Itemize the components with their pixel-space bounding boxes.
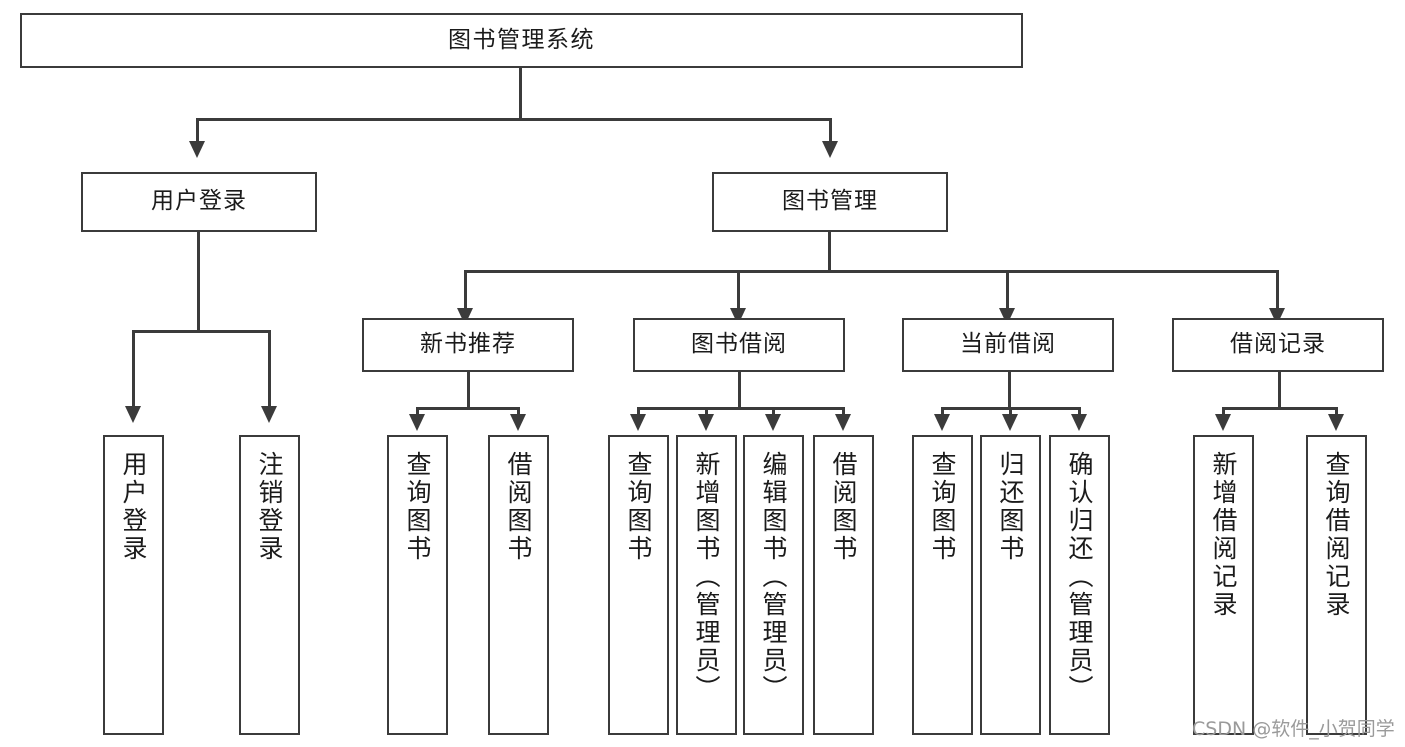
node-user-login[interactable]: 用户登录: [81, 172, 317, 232]
connector-root-to-user-login: [196, 118, 199, 145]
arrow-book-borrow-to-leaf-0: [630, 414, 646, 431]
node-label: 借阅图书: [829, 451, 858, 563]
connector-current-borrow-to-leaf-1: [1009, 407, 1012, 419]
leaf-book-borrow-edit[interactable]: 编辑图书（管理员）: [743, 435, 804, 735]
connector-book-borrow-bus: [637, 407, 845, 410]
connector-user-login-bus: [132, 330, 268, 333]
node-new-book-recommend[interactable]: 新书推荐: [362, 318, 574, 372]
arrow-root-to-book-mgmt: [822, 141, 838, 158]
leaf-new-book-query[interactable]: 查询图书: [387, 435, 448, 735]
connector-book-borrow-to-leaf-1: [705, 407, 708, 419]
connector-borrow-record-to-leaf-1: [1335, 407, 1338, 419]
connector-borrow-record-to-leaf-0: [1222, 407, 1225, 419]
connector-book-mgmt-to-new-book: [464, 270, 467, 313]
arrow-current-borrow-to-leaf-0: [934, 414, 950, 431]
connector-book-borrow-to-leaf-0: [637, 407, 640, 419]
leaf-borrow-record-add[interactable]: 新增借阅记录: [1193, 435, 1254, 735]
node-label: 用户登录: [151, 188, 247, 215]
arrow-new-book-to-leaf-0: [409, 414, 425, 431]
arrow-borrow-record-to-leaf-0: [1215, 414, 1231, 431]
leaf-current-borrow-query[interactable]: 查询图书: [912, 435, 973, 735]
connector-current-borrow-to-leaf-0: [941, 407, 944, 419]
leaf-current-borrow-confirm[interactable]: 确认归还（管理员）: [1049, 435, 1110, 735]
connector-book-borrow-stem: [738, 372, 741, 409]
arrow-new-book-to-leaf-1: [510, 414, 526, 431]
connector-book-borrow-to-leaf-3: [842, 407, 845, 419]
arrow-user-login-to-leaf-0: [125, 406, 141, 423]
node-label: 查询图书: [403, 451, 432, 563]
leaf-user-login-logout[interactable]: 注销登录: [239, 435, 300, 735]
node-label: 确认归还（管理员）: [1065, 451, 1094, 703]
connector-new-book-to-leaf-1: [517, 407, 520, 419]
connector-new-book-stem: [467, 372, 470, 409]
node-label: 借阅图书: [504, 451, 533, 563]
connector-new-book-to-leaf-0: [416, 407, 419, 419]
connector-root-stem: [519, 68, 522, 120]
node-label: 图书借阅: [691, 331, 787, 358]
node-label: 新增借阅记录: [1209, 451, 1238, 619]
node-label: 用户登录: [119, 451, 148, 563]
connector-book-mgmt-to-borrow: [737, 270, 740, 313]
arrow-book-borrow-to-leaf-1: [698, 414, 714, 431]
connector-borrow-record-stem: [1278, 372, 1281, 409]
arrow-borrow-record-to-leaf-1: [1328, 414, 1344, 431]
connector-current-borrow-stem: [1008, 372, 1011, 409]
leaf-book-borrow-query[interactable]: 查询图书: [608, 435, 669, 735]
connector-book-mgmt-to-record: [1276, 270, 1279, 313]
arrow-current-borrow-to-leaf-2: [1071, 414, 1087, 431]
connector-book-mgmt-to-current: [1006, 270, 1009, 313]
leaf-book-borrow-borrow[interactable]: 借阅图书: [813, 435, 874, 735]
connector-book-borrow-to-leaf-2: [772, 407, 775, 419]
node-label: 查询图书: [624, 451, 653, 563]
connector-borrow-record-bus: [1222, 407, 1338, 410]
leaf-borrow-record-query[interactable]: 查询借阅记录: [1306, 435, 1367, 735]
node-label: 新增图书（管理员）: [692, 451, 721, 703]
node-label: 新书推荐: [420, 331, 516, 358]
leaf-current-borrow-return[interactable]: 归还图书: [980, 435, 1041, 735]
connector-new-book-bus: [416, 407, 520, 410]
node-book-borrow[interactable]: 图书借阅: [633, 318, 845, 372]
node-borrow-record[interactable]: 借阅记录: [1172, 318, 1384, 372]
node-label: 编辑图书（管理员）: [759, 451, 788, 703]
leaf-book-borrow-add[interactable]: 新增图书（管理员）: [676, 435, 737, 735]
leaf-new-book-borrow[interactable]: 借阅图书: [488, 435, 549, 735]
leaf-user-login-login[interactable]: 用户登录: [103, 435, 164, 735]
node-book-management[interactable]: 图书管理: [712, 172, 948, 232]
node-label: 图书管理: [782, 188, 878, 215]
connector-book-mgmt-stem: [828, 232, 831, 272]
connector-user-login-stem: [197, 232, 200, 332]
connector-user-login-to-leaf-0: [132, 330, 135, 410]
arrow-book-borrow-to-leaf-2: [765, 414, 781, 431]
arrow-current-borrow-to-leaf-1: [1002, 414, 1018, 431]
node-label: 当前借阅: [960, 331, 1056, 358]
node-label: 借阅记录: [1230, 331, 1326, 358]
node-label: 归还图书: [996, 451, 1025, 563]
connector-user-login-to-leaf-1: [268, 330, 271, 410]
connector-root-to-book-mgmt: [829, 118, 832, 145]
node-label: 查询借阅记录: [1322, 451, 1351, 619]
node-root-system[interactable]: 图书管理系统: [20, 13, 1023, 68]
arrow-user-login-to-leaf-1: [261, 406, 277, 423]
node-label: 查询图书: [928, 451, 957, 563]
arrow-book-borrow-to-leaf-3: [835, 414, 851, 431]
connector-book-mgmt-bus: [464, 270, 1279, 273]
connector-root-bus: [196, 118, 832, 121]
connector-current-borrow-to-leaf-2: [1078, 407, 1081, 419]
node-label: 注销登录: [255, 451, 284, 563]
arrow-root-to-user-login: [189, 141, 205, 158]
node-label: 图书管理系统: [448, 26, 595, 53]
node-current-borrow[interactable]: 当前借阅: [902, 318, 1114, 372]
